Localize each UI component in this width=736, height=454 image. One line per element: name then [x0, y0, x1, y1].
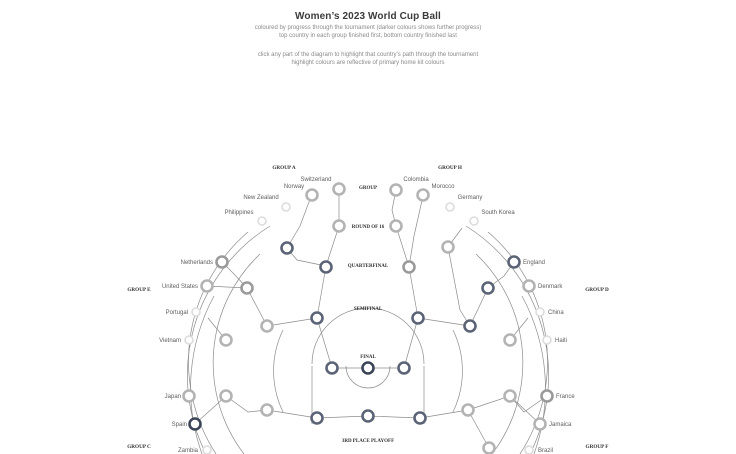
- node-england[interactable]: [507, 255, 521, 269]
- ring-label-3rd-place: 3RD PLACE PLAYOFF: [342, 439, 394, 444]
- team-label-united-states: United States: [162, 284, 198, 290]
- team-label-vietnam: Vietnam: [159, 338, 181, 344]
- node-colombia[interactable]: [389, 183, 403, 197]
- outer-arc-left-3: [190, 295, 215, 454]
- semifinal-ring-top: [311, 307, 425, 365]
- node-d-r16[interactable]: [481, 281, 495, 295]
- node-morocco[interactable]: [416, 188, 430, 202]
- outer-arc-right-3: [521, 295, 546, 454]
- ring-label-final: FINAL: [360, 355, 376, 360]
- node-japan[interactable]: [182, 389, 196, 403]
- node-china[interactable]: [535, 307, 545, 317]
- node-final-right[interactable]: [397, 361, 411, 375]
- node-r16-h1[interactable]: [389, 219, 403, 233]
- node-r16-right[interactable]: [441, 240, 455, 254]
- node-3rd-right[interactable]: [413, 411, 427, 425]
- node-vietnam[interactable]: [184, 335, 194, 345]
- node-france[interactable]: [540, 389, 554, 403]
- node-3rd-left[interactable]: [310, 411, 324, 425]
- ring-label-semifinal: SEMIFINAL: [354, 307, 383, 312]
- node-f-r16[interactable]: [503, 389, 517, 403]
- team-label-england: England: [523, 260, 545, 266]
- team-label-spain: Spain: [172, 422, 187, 428]
- team-label-denmark: Denmark: [538, 284, 563, 290]
- bracket-labels: GROUP A GROUP H GROUP E GROUP D GROUP C GROUP…: [127, 165, 609, 454]
- node-d-mid[interactable]: [503, 333, 517, 347]
- team-label-jamaica: Jamaica: [549, 422, 572, 428]
- ring-label-group: GROUP: [359, 186, 377, 191]
- team-label-philippines: Philippines: [224, 210, 253, 216]
- subtitle-line-4: highlight colours are reflective of prim…: [291, 60, 445, 66]
- team-label-japan: Japan: [165, 394, 181, 400]
- node-r16-left[interactable]: [280, 241, 294, 255]
- node-final-center[interactable]: [361, 361, 375, 375]
- node-germany[interactable]: [445, 202, 455, 212]
- group-c-label: GROUP C: [127, 444, 151, 450]
- node-brazil[interactable]: [524, 445, 534, 454]
- subtitle-line-3: click any part of the diagram to highlig…: [257, 52, 479, 58]
- node-norway[interactable]: [305, 188, 319, 202]
- node-c-qf[interactable]: [260, 403, 274, 417]
- node-3rd-center[interactable]: [361, 409, 375, 423]
- node-final-left[interactable]: [325, 361, 339, 375]
- subtitle-line-2: top country in each group finished first…: [279, 33, 457, 39]
- team-label-colombia: Colombia: [403, 177, 429, 183]
- node-f-qf[interactable]: [461, 403, 475, 417]
- node-sf-left[interactable]: [310, 311, 324, 325]
- node-zambia[interactable]: [202, 445, 212, 454]
- node-switzerland[interactable]: [332, 182, 346, 196]
- group-f-label: GROUP F: [586, 444, 609, 450]
- node-e-r16[interactable]: [240, 281, 254, 295]
- node-south-korea[interactable]: [469, 216, 479, 226]
- node-haiti[interactable]: [542, 335, 552, 345]
- quarterfinal-arc-left: [273, 329, 284, 413]
- team-label-brazil: Brazil: [538, 448, 553, 454]
- node-e-mid[interactable]: [219, 333, 233, 347]
- team-label-new-zealand: New Zealand: [243, 195, 278, 201]
- team-label-haiti: Haiti: [555, 338, 567, 344]
- node-qf-left[interactable]: [319, 260, 333, 274]
- team-label-france: France: [556, 394, 575, 400]
- bracket-nodes[interactable]: [182, 182, 554, 454]
- quarterfinal-arc-right: [452, 329, 463, 413]
- node-d-qf[interactable]: [463, 319, 477, 333]
- final-ring: [345, 365, 391, 389]
- node-new-zealand[interactable]: [281, 202, 291, 212]
- page-title: Women’s 2023 World Cup Ball: [295, 11, 441, 22]
- team-label-morocco: Morocco: [431, 184, 455, 190]
- node-united-states[interactable]: [200, 279, 214, 293]
- node-qf-right[interactable]: [402, 260, 416, 274]
- node-denmark[interactable]: [522, 279, 536, 293]
- r16-arc-right: [475, 253, 524, 454]
- node-r16-a1[interactable]: [332, 219, 346, 233]
- team-label-portugal: Portugal: [166, 310, 188, 316]
- subtitle-line-1: coloured by progress through the tournam…: [254, 25, 482, 31]
- node-e-qf[interactable]: [260, 319, 274, 333]
- team-label-zambia: Zambia: [178, 448, 199, 454]
- node-sf-right[interactable]: [411, 311, 425, 325]
- ring-label-quarterfinal: QUARTERFINAL: [348, 264, 389, 269]
- node-portugal[interactable]: [191, 307, 201, 317]
- group-h-label: GROUP H: [438, 165, 462, 171]
- node-spain[interactable]: [188, 417, 202, 431]
- team-label-south-korea: South Korea: [481, 210, 515, 216]
- team-label-germany: Germany: [458, 195, 483, 201]
- group-d-label: GROUP D: [585, 287, 609, 293]
- node-f-low[interactable]: [482, 441, 496, 454]
- node-jamaica[interactable]: [533, 417, 547, 431]
- r16-arc-left: [212, 253, 261, 454]
- team-label-netherlands: Netherlands: [181, 260, 213, 266]
- team-label-norway: Norway: [284, 184, 304, 190]
- node-philippines[interactable]: [257, 216, 267, 226]
- connector-lines: [194, 189, 548, 449]
- team-label-switzerland: Switzerland: [300, 177, 331, 183]
- node-netherlands[interactable]: [215, 255, 229, 269]
- group-a-label: GROUP A: [272, 165, 295, 171]
- team-label-china: China: [548, 310, 564, 316]
- ring-label-round-of-16: ROUND OF 16: [352, 225, 385, 230]
- group-e-label: GROUP E: [127, 287, 151, 293]
- node-c-r16[interactable]: [219, 389, 233, 403]
